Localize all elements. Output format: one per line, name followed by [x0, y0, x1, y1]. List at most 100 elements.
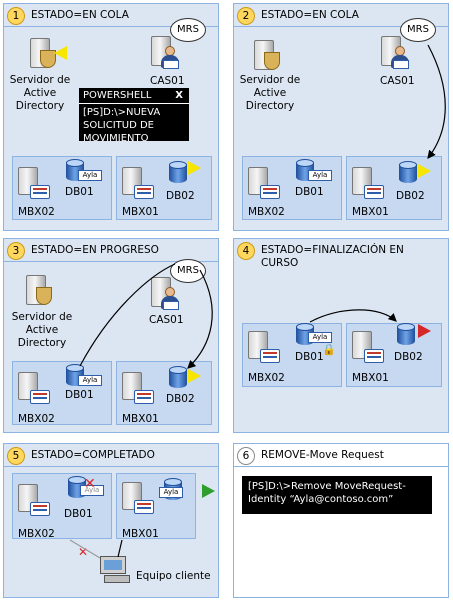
mailbox-server-icon	[352, 331, 386, 365]
command-line: [PS]D:\>Remove MoveRequest-	[248, 481, 406, 492]
panel-title: ESTADO=COMPLETADO	[31, 449, 155, 461]
mbx01-label: MBX01	[122, 413, 159, 425]
panel-6: 6 REMOVE-Move Request [PS]D:\>Remove Mov…	[233, 443, 449, 598]
red-flag-icon	[418, 324, 431, 338]
powershell-window: POWERSHELL X [PS]D:\>NUEVA SOLICITUD DE M…	[79, 88, 189, 144]
panel-title: ESTADO=EN COLA	[261, 9, 359, 21]
active-directory-server-icon	[26, 275, 54, 307]
step-badge: 4	[237, 242, 255, 260]
mbx01-label: MBX01	[122, 206, 159, 218]
cas-label: CAS01	[149, 314, 184, 326]
panel-3: 3 ESTADO=EN PROGRESO Servidor de Active …	[3, 238, 219, 433]
database-icon	[397, 323, 415, 347]
lock-icon: 🔒	[322, 343, 336, 356]
yellow-flag-icon	[54, 46, 67, 60]
active-directory-server-icon	[254, 40, 282, 72]
panel-2: 2 ESTADO=EN COLA Servidor de Active Dire…	[233, 3, 449, 231]
panel-title: REMOVE-Move Request	[261, 449, 384, 461]
mailbox-server-icon	[18, 167, 52, 201]
mailbox-server-icon	[122, 167, 156, 201]
db02-label: DB02	[166, 190, 195, 202]
mailbox-ayla: Ayla	[78, 170, 102, 181]
command-line: [PS]D:\>NUEVA	[83, 107, 161, 118]
cas-label: CAS01	[150, 75, 185, 87]
cas-label: CAS01	[380, 75, 415, 87]
mbx01-label: MBX01	[352, 206, 389, 218]
mailbox-ayla: Ayla	[159, 487, 183, 498]
command-line: Identity “Ayla@contoso.com”	[248, 494, 394, 505]
mailbox-server-icon	[122, 482, 156, 516]
yellow-flag-icon	[188, 161, 201, 175]
panel-4: 4 ESTADO=FINALIZACIÓN EN CURSO Ayla 🔒 DB…	[233, 238, 449, 433]
db01-label: DB01	[65, 389, 94, 401]
db02-label: DB02	[166, 393, 195, 405]
close-icon[interactable]: X	[175, 90, 183, 101]
mbx02-label: MBX02	[18, 528, 55, 540]
panel-title: ESTADO=FINALIZACIÓN EN CURSO	[261, 244, 404, 269]
mbx01-label: MBX01	[122, 528, 159, 540]
db02-label: DB02	[394, 351, 423, 363]
mbx02-label: MBX02	[248, 372, 285, 384]
db01-label: DB01	[65, 186, 94, 198]
mailbox-server-icon	[248, 331, 282, 365]
panel-5: 5 ESTADO=COMPLETADO Ayla ✕ DB01 MBX02 Ay…	[3, 443, 219, 598]
mailbox-ayla: Ayla	[78, 375, 102, 386]
command-line: SOLICITUD DE	[83, 120, 154, 131]
cas-server-icon	[151, 277, 181, 311]
db02-label: DB02	[396, 190, 425, 202]
mrs-bubble: MRS	[400, 18, 436, 42]
cas-server-icon	[151, 36, 181, 70]
step-badge: 3	[7, 242, 25, 260]
database-icon	[169, 161, 187, 185]
mailbox-server-icon	[248, 167, 282, 201]
divider	[4, 261, 218, 262]
yellow-flag-icon	[418, 164, 431, 178]
command-line: MOVIMIENTO	[83, 133, 149, 144]
ad-label: Servidor de Active Directory	[11, 311, 73, 349]
mbx02-label: MBX02	[18, 413, 55, 425]
mailbox-ayla-deleted: Ayla	[80, 485, 104, 496]
mrs-bubble: MRS	[170, 18, 206, 42]
mailbox-server-icon	[352, 167, 386, 201]
blocked-connection-icon: ✕	[78, 545, 89, 559]
panel-title: ESTADO=EN PROGRESO	[31, 244, 159, 256]
mbx01-label: MBX01	[352, 372, 389, 384]
client-label: Equipo cliente	[136, 570, 211, 582]
remove-command-box: [PS]D:\>Remove MoveRequest- Identity “Ay…	[242, 476, 432, 514]
mbx02-label: MBX02	[248, 206, 285, 218]
panel-header: 6 REMOVE-Move Request	[237, 447, 384, 465]
mailbox-server-icon	[122, 372, 156, 406]
database-icon	[169, 366, 187, 390]
ad-label: Servidor de Active Directory	[9, 74, 71, 112]
step-badge: 2	[237, 7, 255, 25]
panel-1: 1 ESTADO=EN COLA Servidor de Active Dire…	[3, 3, 219, 231]
mbx02-group	[242, 156, 342, 220]
panel-header: 2 ESTADO=EN COLA	[237, 7, 359, 25]
database-icon	[399, 161, 417, 185]
step-badge: 1	[7, 7, 25, 25]
step-badge: 5	[7, 447, 25, 465]
divider	[4, 26, 218, 27]
panel-header: 4 ESTADO=FINALIZACIÓN EN CURSO	[237, 242, 431, 269]
divider	[234, 26, 448, 27]
mailbox-ayla: Ayla	[308, 332, 332, 343]
delete-x-icon: ✕	[84, 476, 96, 492]
panel-header: 5 ESTADO=COMPLETADO	[7, 447, 155, 465]
panel-header: 1 ESTADO=EN COLA	[7, 7, 129, 25]
db01-label: DB01	[295, 351, 324, 363]
ad-label: Servidor de Active Directory	[239, 74, 301, 112]
yellow-flag-icon	[188, 369, 201, 383]
green-flag-icon	[202, 484, 215, 498]
cas-server-icon	[381, 36, 411, 70]
divider	[4, 466, 218, 467]
step-badge: 6	[237, 447, 255, 465]
mailbox-server-icon	[18, 372, 52, 406]
powershell-title: POWERSHELL	[83, 90, 152, 101]
mbx02-label: MBX02	[18, 206, 55, 218]
mailbox-server-icon	[18, 484, 52, 518]
client-computer-icon	[100, 556, 130, 584]
panel-title: ESTADO=EN COLA	[31, 9, 129, 21]
db01-label: DB01	[64, 508, 93, 520]
panel-header: 3 ESTADO=EN PROGRESO	[7, 242, 159, 260]
mailbox-ayla: Ayla	[308, 170, 332, 181]
